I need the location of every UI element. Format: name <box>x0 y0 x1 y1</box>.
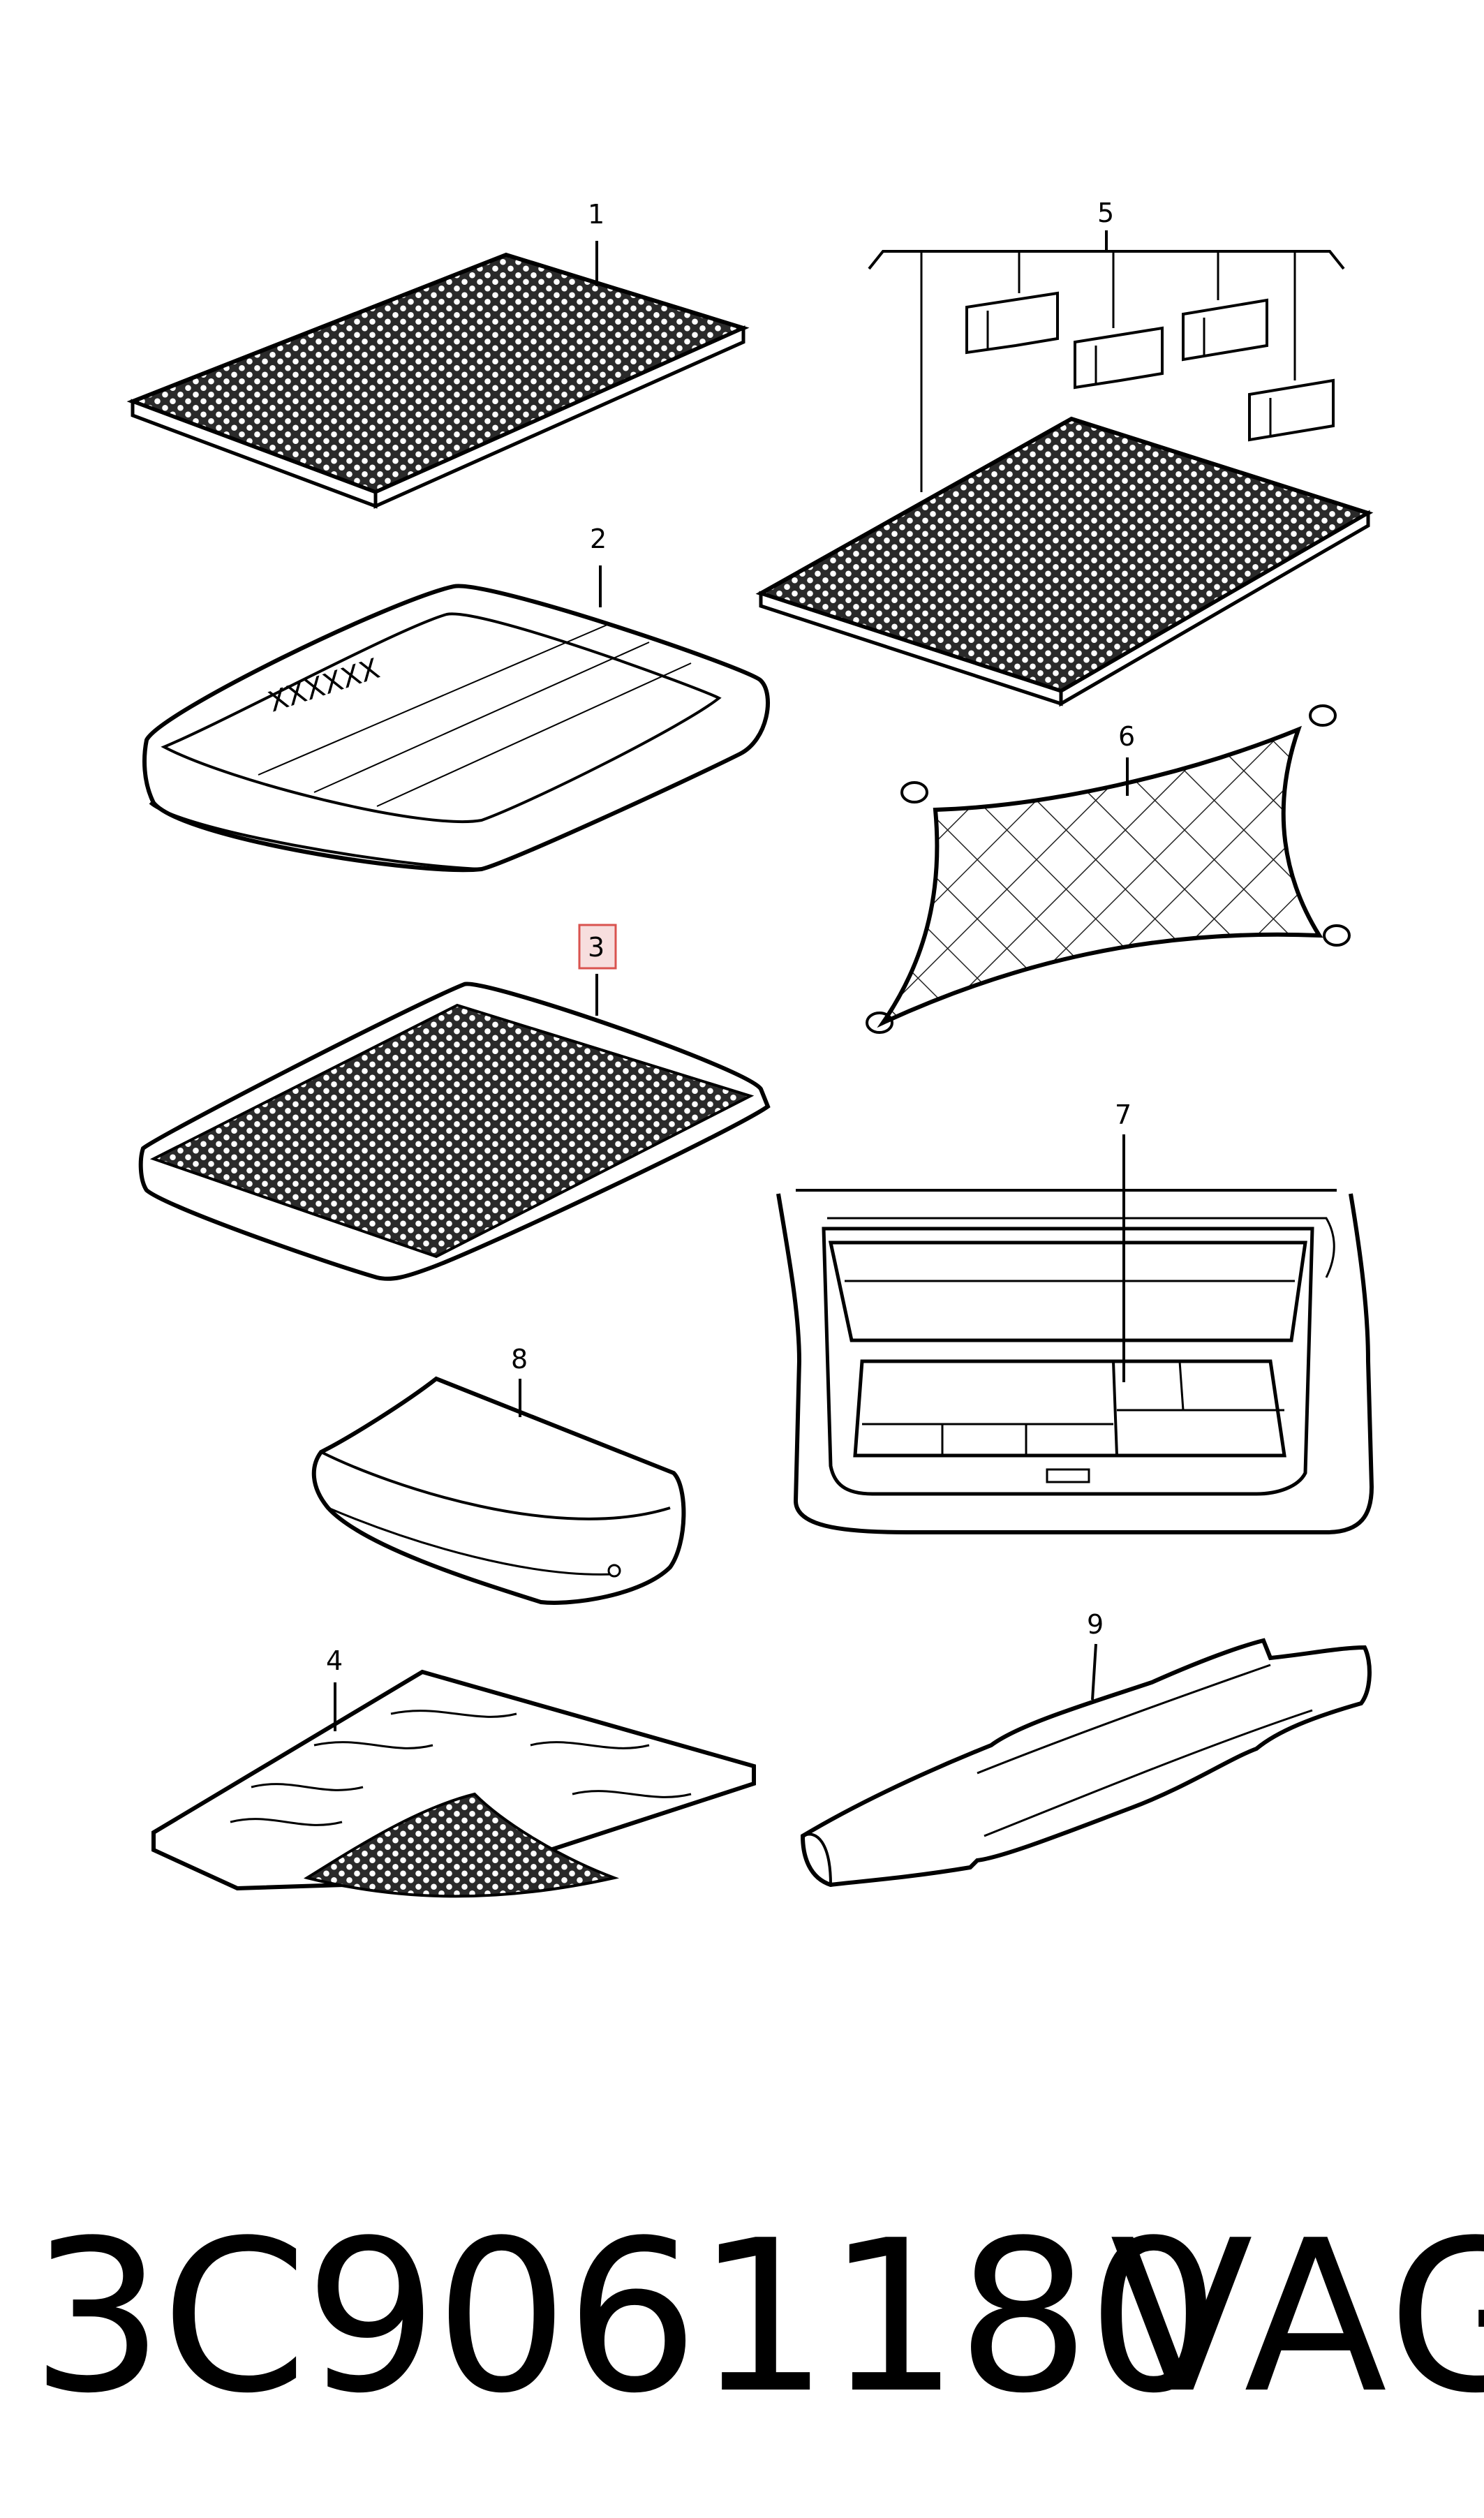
callout-7: 7 <box>1115 1099 1131 1130</box>
callout-4: 4 <box>326 1645 343 1676</box>
callout-3: 3 <box>588 932 604 963</box>
callout-8: 8 <box>511 1344 528 1375</box>
part-1-mat: 1 <box>126 199 750 509</box>
part-5-mat-with-clips: 5 <box>755 198 1374 707</box>
callout-1: 1 <box>588 199 604 230</box>
part-3-edged-mat: 3 <box>138 924 771 1281</box>
clip-3 <box>1182 298 1268 362</box>
brand-label: VAG <box>1110 2195 1484 2439</box>
part-2-tray: XXXXXX 2 <box>142 524 770 873</box>
callout-6: 6 <box>1118 721 1135 752</box>
part-6-luggage-net: 6 <box>866 704 1351 1034</box>
clip-1 <box>965 291 1059 355</box>
part-4-carpet-mat: 4 <box>151 1645 756 1898</box>
part-number: 3C9061180 <box>31 2195 1220 2439</box>
callout-3-highlight <box>578 924 617 970</box>
part-9-side-insert: 9 <box>800 1609 1372 1888</box>
callout-5: 5 <box>1097 198 1114 228</box>
part-7-car-boot: 7 <box>776 1099 1374 1534</box>
callout-9: 9 <box>1087 1609 1104 1640</box>
clip-2 <box>1074 326 1164 390</box>
clip-4 <box>1248 378 1335 442</box>
part-8-cushion-bag: 8 <box>311 1344 686 1605</box>
callout-2: 2 <box>590 524 607 554</box>
